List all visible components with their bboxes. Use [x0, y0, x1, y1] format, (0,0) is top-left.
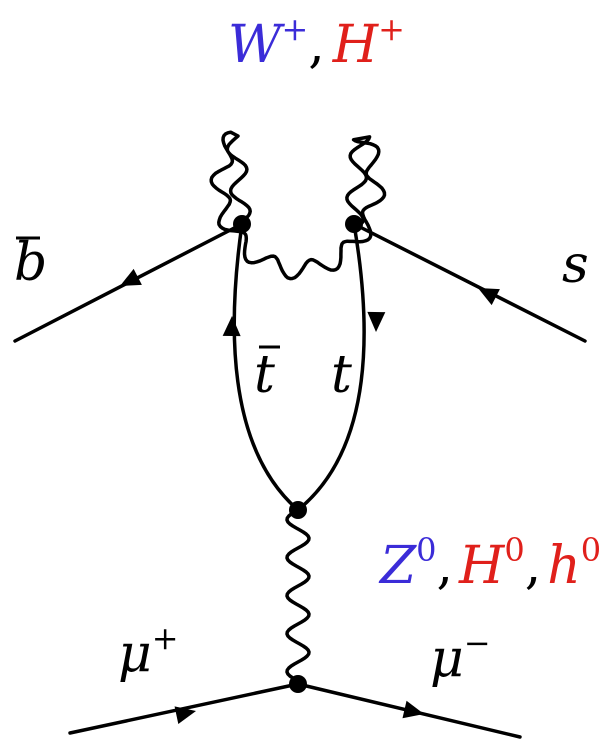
t-arrow-icon: [367, 311, 386, 332]
t-label: t: [331, 345, 352, 405]
separator: ,: [525, 536, 542, 596]
separator: ,: [308, 15, 325, 75]
t-bar-line: [232, 222, 300, 512]
mu-plus-arrow-icon: [174, 706, 196, 724]
heavy-higgs-label: H: [458, 536, 506, 596]
bottom-boson-label: Z0,H0,h0: [378, 531, 601, 596]
vertex-top-right: [345, 215, 363, 233]
top-boson-propagator: [209, 130, 387, 281]
s-arrow-icon: [478, 288, 500, 306]
top-boson-label: W+,H+: [228, 10, 405, 75]
b-bar-label: b: [14, 233, 47, 293]
bottom-boson-propagator: [285, 508, 311, 686]
heavy-higgs-charge: 0: [504, 531, 524, 569]
charged-higgs-label: H: [332, 15, 380, 75]
mu-minus-charge: −: [464, 624, 491, 662]
charged-higgs-charge: +: [378, 10, 405, 48]
light-higgs-charge: 0: [581, 531, 601, 569]
mu-minus-symbol: μ: [430, 629, 464, 689]
s-label: s: [562, 235, 589, 295]
vertex-bottom: [289, 675, 307, 693]
separator: ,: [437, 536, 454, 596]
w-boson-charge: +: [281, 10, 308, 48]
t-bar-arrow-icon: [222, 316, 241, 337]
z-boson-label: Z: [378, 536, 417, 596]
light-higgs-label: h: [547, 536, 581, 596]
vertex-middle: [289, 501, 307, 519]
mu-minus-label: μ−: [430, 624, 491, 689]
t-bar-label: t: [254, 345, 275, 405]
mu-plus-symbol: μ: [118, 624, 152, 684]
mu-plus-label: μ+: [118, 619, 179, 684]
mu-plus-charge: +: [152, 619, 179, 657]
b-bar-arrow-icon: [120, 268, 142, 286]
s-line: [352, 222, 587, 343]
vertex-top-left: [233, 215, 251, 233]
mu-minus-arrow-icon: [402, 700, 424, 719]
w-boson-label: W: [228, 15, 285, 75]
t-line: [296, 222, 366, 512]
z-boson-charge: 0: [416, 531, 436, 569]
